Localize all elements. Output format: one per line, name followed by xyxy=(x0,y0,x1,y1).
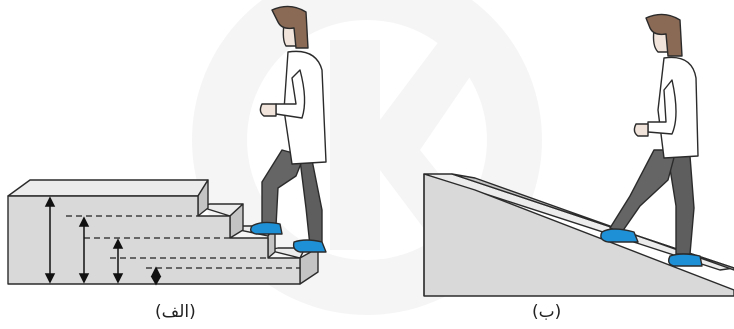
caption-stairs: (الف) xyxy=(155,302,196,322)
person-on-ramp xyxy=(601,14,702,266)
caption-ramp: (ب) xyxy=(532,302,561,322)
